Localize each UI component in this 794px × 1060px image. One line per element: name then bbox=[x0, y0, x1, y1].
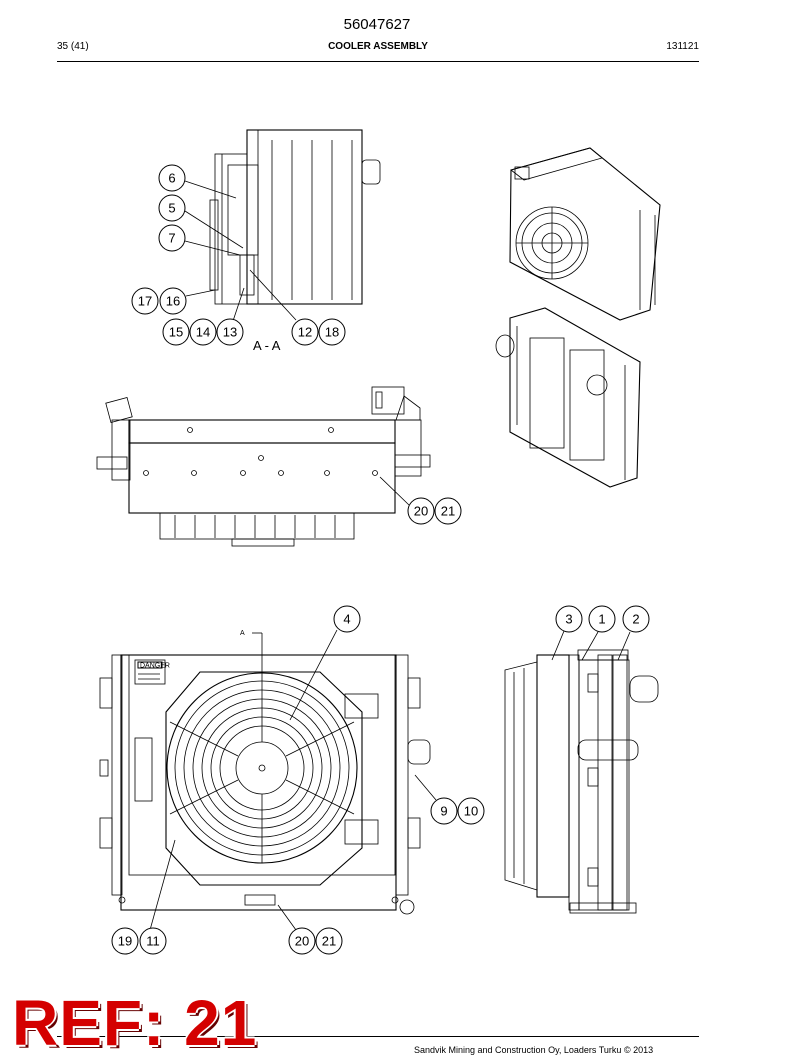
page-title: COOLER ASSEMBLY bbox=[328, 41, 428, 52]
header-divider bbox=[57, 61, 699, 62]
section-marker: A bbox=[240, 630, 245, 637]
svg-text:4: 4 bbox=[343, 612, 350, 627]
page-date: 131121 bbox=[666, 41, 699, 52]
top-view-bolts bbox=[143, 427, 378, 476]
svg-text:12: 12 bbox=[298, 325, 312, 340]
callout-5: 5 bbox=[158, 194, 186, 222]
fan-guard bbox=[166, 672, 358, 864]
danger-label: DANGER bbox=[140, 663, 170, 670]
svg-text:21: 21 bbox=[322, 934, 336, 949]
footer-divider bbox=[57, 1036, 699, 1037]
svg-text:1: 1 bbox=[598, 612, 605, 627]
svg-text:7: 7 bbox=[168, 231, 175, 246]
section-a-a-view: A - A bbox=[209, 129, 381, 353]
callout-21-bottom: 21 bbox=[315, 927, 343, 955]
callout-10: 10 bbox=[457, 797, 485, 825]
callout-12: 12 bbox=[291, 318, 319, 346]
front-view: DANGER A bbox=[99, 630, 431, 915]
core-tubes bbox=[271, 140, 353, 300]
svg-text:17: 17 bbox=[138, 294, 152, 309]
callout-1: 1 bbox=[588, 605, 616, 633]
callout-13: 13 bbox=[216, 318, 244, 346]
svg-text:2: 2 bbox=[632, 612, 639, 627]
section-label: A - A bbox=[253, 338, 281, 353]
callout-16: 16 bbox=[159, 287, 187, 315]
callout-4: 4 bbox=[333, 605, 361, 633]
callout-3: 3 bbox=[555, 605, 583, 633]
page-header: 35 (41) COOLER ASSEMBLY 131121 bbox=[57, 40, 699, 56]
svg-text:15: 15 bbox=[169, 325, 183, 340]
svg-text:19: 19 bbox=[118, 934, 132, 949]
callout-21-top: 21 bbox=[434, 497, 462, 525]
copyright-text: Sandvik Mining and Construction Oy, Load… bbox=[414, 1045, 654, 1055]
svg-text:10: 10 bbox=[464, 804, 478, 819]
callout-9: 9 bbox=[430, 797, 458, 825]
svg-text:11: 11 bbox=[146, 934, 160, 949]
svg-text:20: 20 bbox=[414, 504, 428, 519]
top-view-fan-ribs bbox=[174, 515, 336, 538]
isometric-front-view bbox=[509, 147, 661, 321]
svg-text:21: 21 bbox=[441, 504, 455, 519]
svg-text:20: 20 bbox=[295, 934, 309, 949]
page-counter: 35 (41) bbox=[57, 41, 89, 52]
callout-15: 15 bbox=[162, 318, 190, 346]
svg-text:6: 6 bbox=[168, 171, 175, 186]
svg-text:18: 18 bbox=[325, 325, 339, 340]
callout-11: 11 bbox=[139, 927, 167, 955]
svg-text:13: 13 bbox=[223, 325, 237, 340]
svg-text:5: 5 bbox=[168, 201, 175, 216]
side-view bbox=[504, 649, 659, 914]
svg-text:3: 3 bbox=[565, 612, 572, 627]
callout-6: 6 bbox=[158, 164, 186, 192]
top-view bbox=[96, 386, 431, 547]
svg-text:9: 9 bbox=[440, 804, 447, 819]
callout-20-bottom: 20 bbox=[288, 927, 316, 955]
callout-19: 19 bbox=[111, 927, 139, 955]
callout-18: 18 bbox=[318, 318, 346, 346]
callout-2: 2 bbox=[622, 605, 650, 633]
reference-stamp: REF: 21 bbox=[12, 987, 258, 1059]
callout-7: 7 bbox=[158, 224, 186, 252]
callout-14: 14 bbox=[189, 318, 217, 346]
svg-text:16: 16 bbox=[166, 294, 180, 309]
isometric-rear-view bbox=[495, 307, 641, 488]
callout-20-top: 20 bbox=[407, 497, 435, 525]
svg-text:14: 14 bbox=[196, 325, 210, 340]
callout-17: 17 bbox=[131, 287, 159, 315]
document-number: 56047627 bbox=[343, 16, 411, 33]
